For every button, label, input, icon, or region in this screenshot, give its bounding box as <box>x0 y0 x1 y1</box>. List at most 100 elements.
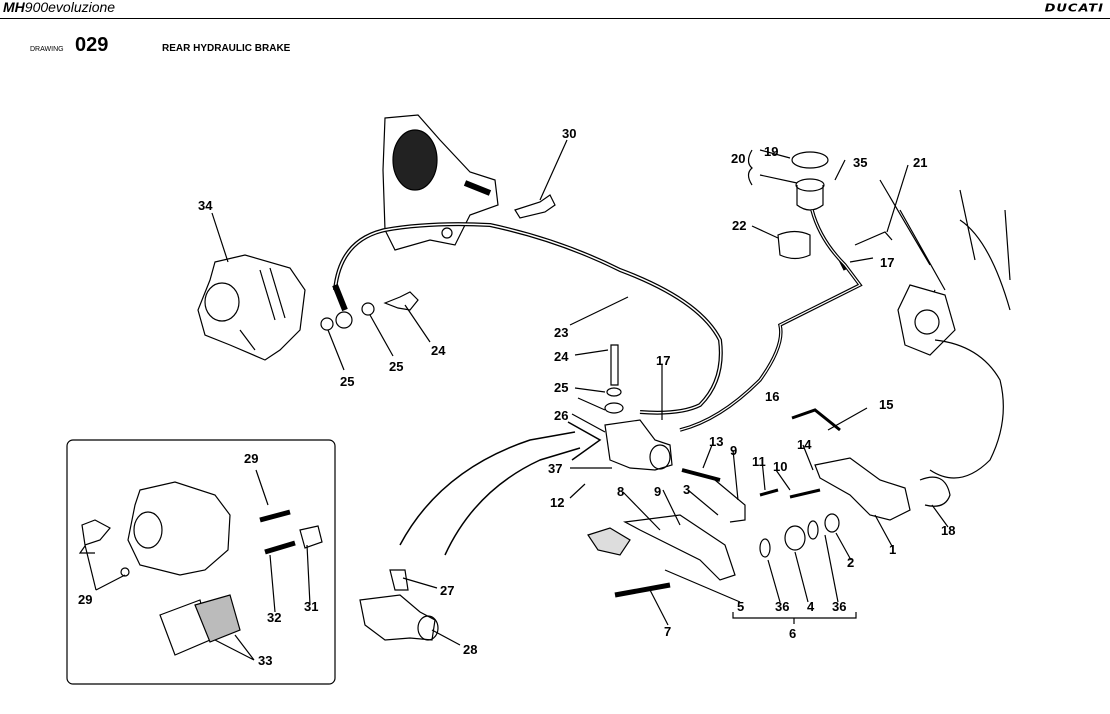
callout: 2 <box>847 555 854 570</box>
washer <box>320 317 334 331</box>
detail-inset <box>66 439 336 685</box>
callout: 36 <box>832 599 846 614</box>
circlip <box>807 520 819 540</box>
callout: 13 <box>709 434 723 449</box>
caliper-piston <box>204 282 240 322</box>
master-cylinder-end <box>649 444 671 470</box>
master-cylinder-detail <box>359 594 436 641</box>
callout: 20 <box>731 151 745 166</box>
clip-detail <box>78 545 95 554</box>
reservoir-screw <box>854 231 893 246</box>
callout: 16 <box>765 389 779 404</box>
footrest-bracket <box>814 457 911 521</box>
inset-caliper <box>127 481 231 576</box>
page-header: MH900evoluzione DUCATI <box>0 0 1110 19</box>
drawing-number: 029 <box>75 34 109 56</box>
callout: 30 <box>562 126 576 141</box>
bolt <box>514 194 556 219</box>
brace-20 <box>747 149 753 186</box>
reservoir-hose-inner <box>679 209 861 431</box>
hose-fitting <box>332 283 348 312</box>
caliper-details <box>239 267 286 351</box>
callout: 34 <box>198 198 213 213</box>
callout: 29 <box>78 592 92 607</box>
reservoir-cap <box>791 151 829 169</box>
callout: 18 <box>941 523 955 538</box>
frame-tubes <box>879 179 1011 351</box>
brake-pad-b <box>194 594 241 643</box>
spring-clip <box>81 519 111 546</box>
drawing-title: REAR HYDRAULIC BRAKE <box>162 43 291 54</box>
callout: 19 <box>764 144 778 159</box>
clevis <box>714 479 746 523</box>
caliper-main <box>197 254 306 361</box>
arrow-curve-outer <box>399 431 576 546</box>
callout: 7 <box>664 624 671 639</box>
callout: 11 <box>752 454 766 469</box>
model-name-rest: 900evoluzione <box>24 0 116 15</box>
banjo <box>335 311 353 329</box>
screw-14 <box>789 488 821 499</box>
brand-logo: DUCATI <box>1044 2 1104 15</box>
callout: 9 <box>730 443 737 458</box>
bleed-screw <box>264 540 296 555</box>
callout: 15 <box>879 397 893 412</box>
brake-hose <box>333 222 723 415</box>
callout: 1 <box>889 542 896 557</box>
arrow-head <box>567 421 602 461</box>
callout: 35 <box>853 155 867 170</box>
callout: 21 <box>913 155 927 170</box>
pad-pin <box>259 509 291 523</box>
reservoir-top <box>795 178 825 192</box>
inset-piston <box>133 511 163 549</box>
callout: 17 <box>656 353 670 368</box>
washer <box>606 387 622 397</box>
fitting-27 <box>389 569 409 591</box>
frame-hole <box>914 309 940 335</box>
bushing <box>784 525 806 551</box>
callout: 9 <box>654 484 661 499</box>
brake-pedal-arm <box>623 514 736 581</box>
callout: 25 <box>389 359 403 374</box>
callout: 25 <box>340 374 354 389</box>
arrow-curve-inner <box>444 447 581 556</box>
callout: 23 <box>554 325 568 340</box>
part-drawings <box>66 114 1011 685</box>
callout: 3 <box>683 482 690 497</box>
bracket-hole <box>392 129 438 191</box>
frame-cover <box>929 339 1004 479</box>
callout: 12 <box>550 495 564 510</box>
bracket-bolt-hole <box>441 227 453 239</box>
pedal-pin <box>614 582 671 598</box>
callout: 24 <box>554 349 569 364</box>
bracket-slot <box>463 180 492 196</box>
master-cylinder <box>604 419 673 471</box>
reservoir-body <box>796 185 824 211</box>
banjo <box>604 402 624 414</box>
model-name-bold: MH <box>3 0 25 15</box>
callout: 10 <box>773 459 787 474</box>
master-cylinder-detail-end <box>417 615 439 641</box>
callout: 17 <box>880 255 894 270</box>
circlip <box>759 538 771 558</box>
switch-wire <box>791 408 841 432</box>
washer <box>361 302 375 316</box>
reservoir-cover <box>777 230 811 260</box>
callout: 8 <box>617 484 624 499</box>
callout: 37 <box>548 461 562 476</box>
pushrod <box>681 468 721 482</box>
washer <box>824 513 840 533</box>
brace-6 <box>732 612 857 624</box>
callout: 36 <box>775 599 789 614</box>
callout: 25 <box>554 380 568 395</box>
leader-lines <box>84 139 949 661</box>
callout: 14 <box>797 437 812 452</box>
callout: 32 <box>267 610 281 625</box>
callout: 31 <box>304 599 318 614</box>
bleed-cap <box>299 525 323 549</box>
callout: 29 <box>244 451 258 466</box>
frame-plate <box>897 284 956 356</box>
banjo-bolt <box>383 291 419 311</box>
callout: 28 <box>463 642 477 657</box>
